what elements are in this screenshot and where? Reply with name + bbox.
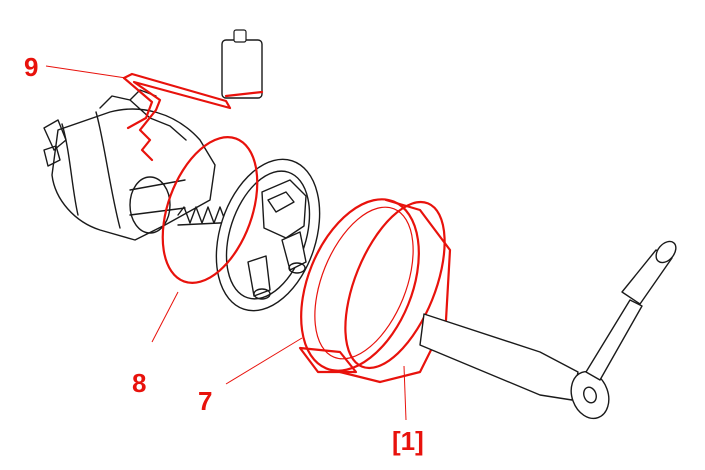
flange-inner-rim — [225, 170, 311, 300]
pump-cylinder-end — [129, 176, 171, 234]
housing-contour — [95, 111, 121, 229]
fuel-float — [221, 39, 263, 99]
tool-ring-frame — [338, 198, 452, 384]
callout-7: 7 — [198, 386, 212, 416]
electrical-connector — [261, 179, 307, 239]
pump-housing — [51, 108, 216, 241]
fuel-pipe-return-end — [253, 288, 271, 300]
tool-ring-front — [344, 200, 446, 370]
leader-8 — [151, 291, 179, 343]
callout-1: [1] — [392, 426, 424, 456]
float-arm-rod — [122, 72, 232, 162]
special-tool-wrench — [298, 198, 677, 420]
tool-t-bar — [585, 299, 643, 381]
leader-7 — [225, 337, 303, 385]
housing-seam — [61, 123, 79, 216]
housing-top-frame — [99, 95, 187, 141]
tool-handle-hub — [570, 370, 610, 420]
lock-ring-inner — [314, 206, 414, 360]
leader-1 — [403, 365, 407, 421]
leader-9 — [45, 65, 127, 79]
fuel-pipe-return — [247, 255, 271, 297]
float-arm-rod-inner — [122, 76, 154, 130]
tool-handle-hub-bore — [583, 386, 597, 404]
tool-ring-lug — [298, 346, 358, 374]
connector-socket — [267, 191, 295, 213]
float-cap — [233, 29, 247, 43]
fuel-pipe-outlet — [281, 231, 307, 271]
fuel-pump-assembly — [43, 89, 321, 312]
callout-8: 8 — [132, 368, 146, 398]
fuel-pipe-outlet-end — [288, 262, 306, 274]
seal-ring-o-ring — [161, 136, 259, 284]
float-mount — [224, 90, 264, 98]
tool-t-bar-end — [655, 240, 677, 264]
callout-9: 9 — [24, 52, 38, 82]
pump-spring — [177, 206, 233, 224]
tool-handle-shaft — [419, 313, 579, 401]
fuel-level-sender-float-arm — [122, 29, 264, 162]
housing-tab-mid — [43, 145, 61, 167]
